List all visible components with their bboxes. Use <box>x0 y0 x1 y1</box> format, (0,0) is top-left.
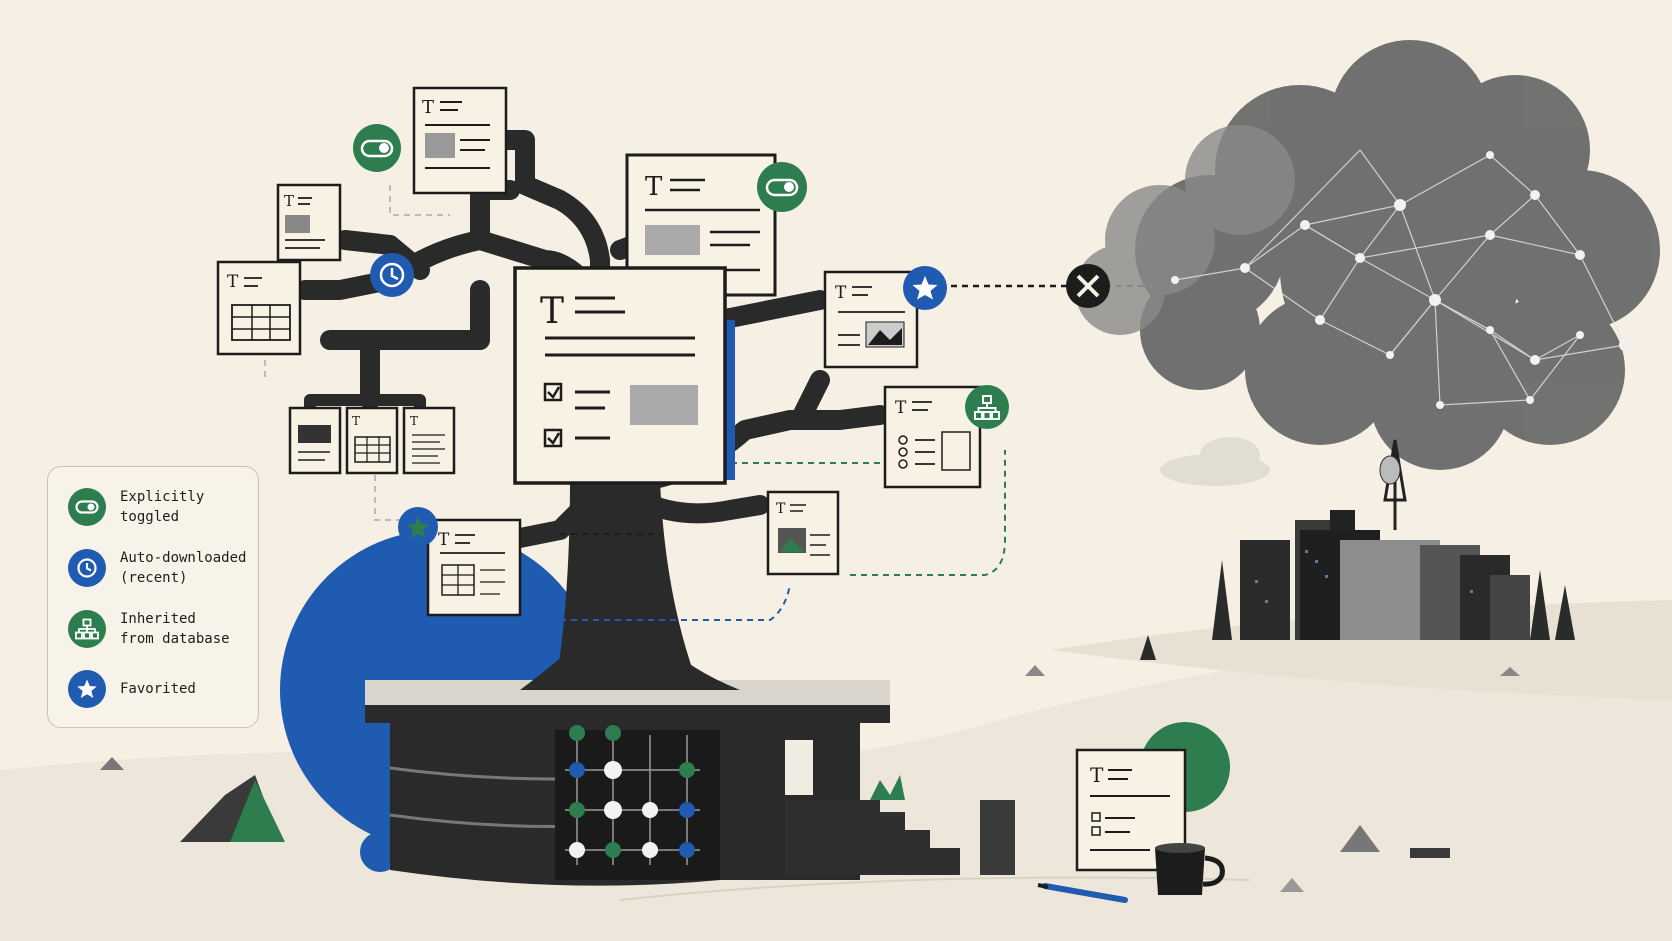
legend-item-explicitly-toggled: Explicitly toggled <box>68 487 250 527</box>
document-card: T <box>823 270 919 369</box>
legend-label: Inherited from database <box>120 611 230 647</box>
documents: T T T T <box>216 86 1187 872</box>
document-card: T <box>276 183 342 262</box>
document-title-glyph: T <box>540 291 564 332</box>
document-title-glyph: T <box>284 192 294 210</box>
document-card: T <box>426 518 522 617</box>
legend: Explicitly toggled Auto-downloaded (rece… <box>47 466 259 728</box>
document-card: T <box>883 385 982 489</box>
city-skyline <box>1140 439 1575 660</box>
coffee-mug <box>1155 843 1225 895</box>
document-title-glyph: T <box>645 172 663 202</box>
legend-item-favorited: Favorited <box>68 670 250 708</box>
badges <box>353 124 1009 547</box>
document-title-glyph: T <box>895 398 907 418</box>
document-card <box>288 406 342 475</box>
hierarchy-icon <box>965 385 1009 429</box>
document-card: T <box>412 86 508 195</box>
legend-label: Explicitly toggled <box>120 489 205 525</box>
legend-item-auto-downloaded: Auto-downloaded (recent) <box>68 548 250 588</box>
star-icon <box>903 266 947 310</box>
toggle-icon <box>353 124 401 172</box>
document-title-glyph: T <box>410 414 418 428</box>
toggle-icon <box>68 488 106 526</box>
legend-label: Auto-downloaded (recent) <box>120 550 247 586</box>
disconnect-icon <box>1066 264 1110 308</box>
clock-icon <box>68 549 106 587</box>
legend-item-inherited: Inherited from database <box>68 609 250 649</box>
clock-icon <box>370 253 414 297</box>
document-title-glyph: T <box>227 272 239 292</box>
document-card: T <box>513 266 735 485</box>
legend-label: Favorited <box>120 681 196 697</box>
document-card: T <box>402 406 456 475</box>
document-title-glyph: T <box>352 414 360 428</box>
document-card: T <box>345 406 399 475</box>
tree <box>295 130 890 690</box>
connectors <box>264 185 1180 621</box>
toggle-icon <box>757 162 807 212</box>
document-card: T <box>1075 748 1187 872</box>
document-card: T <box>216 260 302 356</box>
hierarchy-icon <box>68 610 106 648</box>
cloud <box>1075 40 1660 470</box>
document-card: T <box>766 490 840 576</box>
pen <box>1037 883 1128 903</box>
document-title-glyph: T <box>1090 763 1104 787</box>
document-title-glyph: T <box>422 97 434 118</box>
document-title-glyph: T <box>438 530 450 550</box>
document-title-glyph: T <box>776 501 786 517</box>
star-icon <box>68 670 106 708</box>
star-icon <box>398 507 438 547</box>
database-base <box>365 680 1015 886</box>
document-title-glyph: T <box>835 283 847 303</box>
